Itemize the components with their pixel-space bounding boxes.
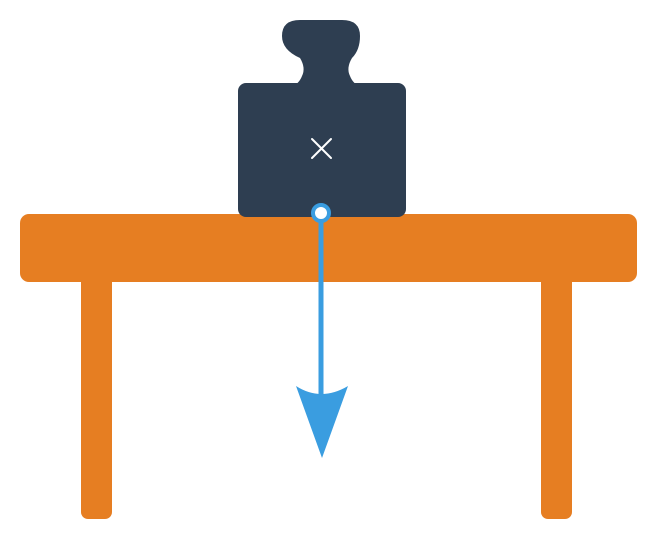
cross-line-b <box>311 138 332 159</box>
table-icon <box>20 214 637 519</box>
table-leg-right <box>541 262 572 519</box>
arrow-head <box>296 386 348 458</box>
circle-icon <box>311 203 331 223</box>
weight-icon <box>238 20 406 217</box>
table-top <box>20 214 637 282</box>
weight-knob <box>282 20 362 88</box>
arrow-down-icon <box>296 214 348 458</box>
table-leg-left <box>81 262 112 519</box>
cross-icon <box>311 138 332 159</box>
